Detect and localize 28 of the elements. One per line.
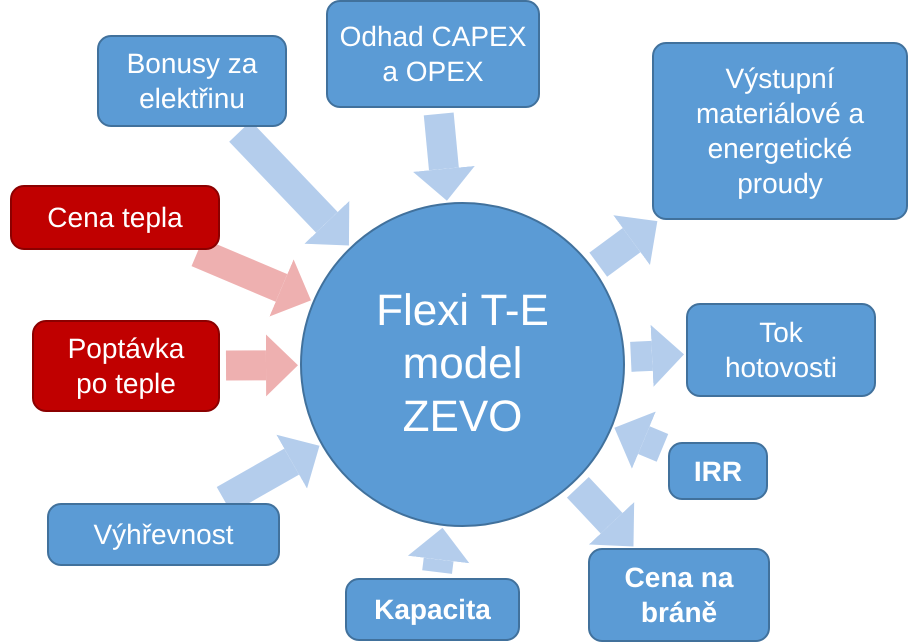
node-label: Poptávka po teple [66, 332, 186, 401]
process-box [588, 548, 770, 642]
block-arrow [630, 324, 684, 387]
block-arrow [408, 528, 470, 574]
node-label: Cena tepla [47, 201, 183, 235]
block-arrow [566, 477, 634, 547]
node-label: IRR [694, 454, 742, 488]
process-box [97, 35, 287, 127]
block-arrow [413, 112, 475, 201]
node-label: Cena na bráně [624, 561, 735, 630]
process-box [10, 185, 220, 250]
block-arrow [226, 334, 298, 396]
block-arrow [589, 215, 658, 277]
node-label: Výhřevnost [93, 518, 234, 552]
process-box [47, 503, 280, 566]
process-box [652, 42, 908, 220]
node-label: Odhad CAPEX a OPEX [338, 20, 528, 89]
node-label: Bonusy za elektřinu [126, 47, 258, 116]
node-label: Kapacita [374, 593, 491, 627]
block-arrow [614, 412, 668, 469]
node-label: Tok hotovosti [724, 316, 838, 385]
process-box [326, 0, 540, 108]
process-box [32, 320, 220, 412]
process-box [686, 303, 876, 397]
node-label: Výstupní materiálové a energetické proudy [694, 62, 866, 201]
node-label: Flexi T-E model ZEVO [375, 285, 550, 443]
process-box [345, 578, 520, 641]
process-box [668, 442, 768, 500]
